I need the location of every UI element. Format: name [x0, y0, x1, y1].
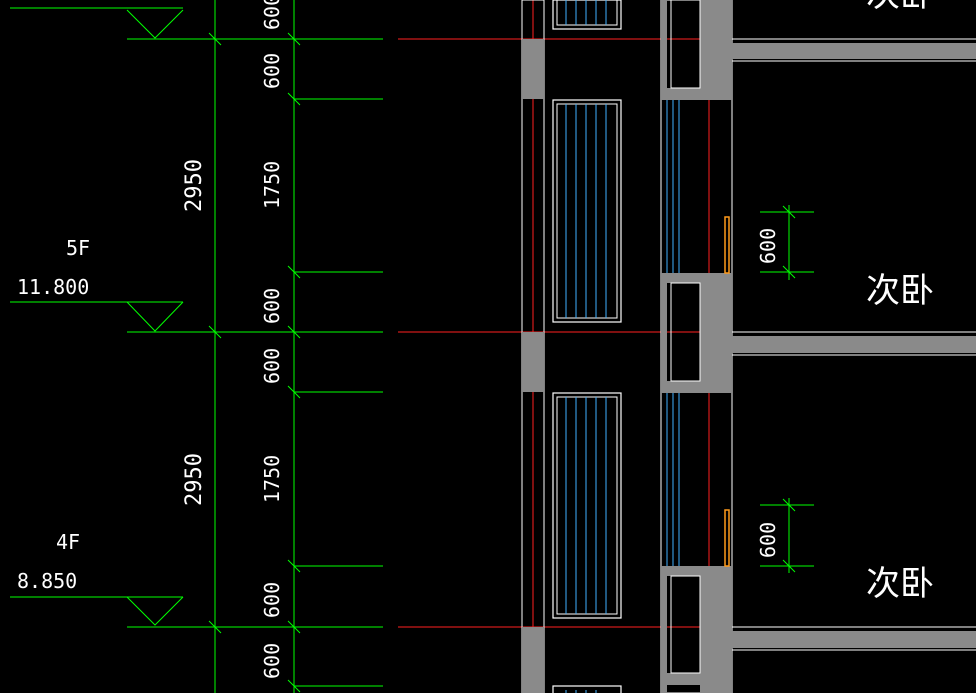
elevation-label-4f: 8.850	[17, 569, 77, 593]
elevation-label-5f: 11.800	[17, 275, 89, 299]
left-wall	[521, 0, 545, 693]
segment-dim: 1750	[260, 161, 284, 209]
window	[552, 392, 622, 619]
floor-slab	[732, 43, 976, 59]
segment-dim: 600	[260, 348, 284, 384]
segment-dim: 1750	[260, 455, 284, 503]
slab-section	[522, 39, 544, 99]
room-dim: 600	[756, 522, 780, 558]
segment-dim: 600	[260, 582, 284, 618]
marker	[724, 509, 730, 567]
labels: 5F 11.800 4F 8.850 2950 2950 600 600 175…	[17, 0, 934, 679]
room-label: 次卧	[866, 0, 934, 15]
marker	[724, 216, 730, 274]
floor-slab	[732, 336, 976, 353]
window	[552, 99, 622, 323]
window	[552, 0, 622, 30]
right-wall	[660, 0, 976, 693]
segment-dim: 600	[260, 288, 284, 324]
room-dim: 600	[756, 228, 780, 264]
segment-dim: 600	[260, 643, 284, 679]
segment-dim: 600	[260, 53, 284, 89]
slab-section	[522, 627, 544, 693]
room-label: 次卧	[866, 271, 934, 311]
dimension-lines	[10, 0, 814, 693]
floor-label-4f: 4F	[56, 530, 80, 554]
floor-slab	[732, 631, 976, 648]
floor-height-dim: 2950	[182, 453, 207, 506]
slab-section	[522, 332, 544, 392]
floor-height-dim: 2950	[182, 159, 207, 212]
room-label: 次卧	[866, 564, 934, 604]
segment-dim: 600	[260, 0, 284, 30]
floor-label-5f: 5F	[66, 236, 90, 260]
window	[552, 685, 622, 693]
